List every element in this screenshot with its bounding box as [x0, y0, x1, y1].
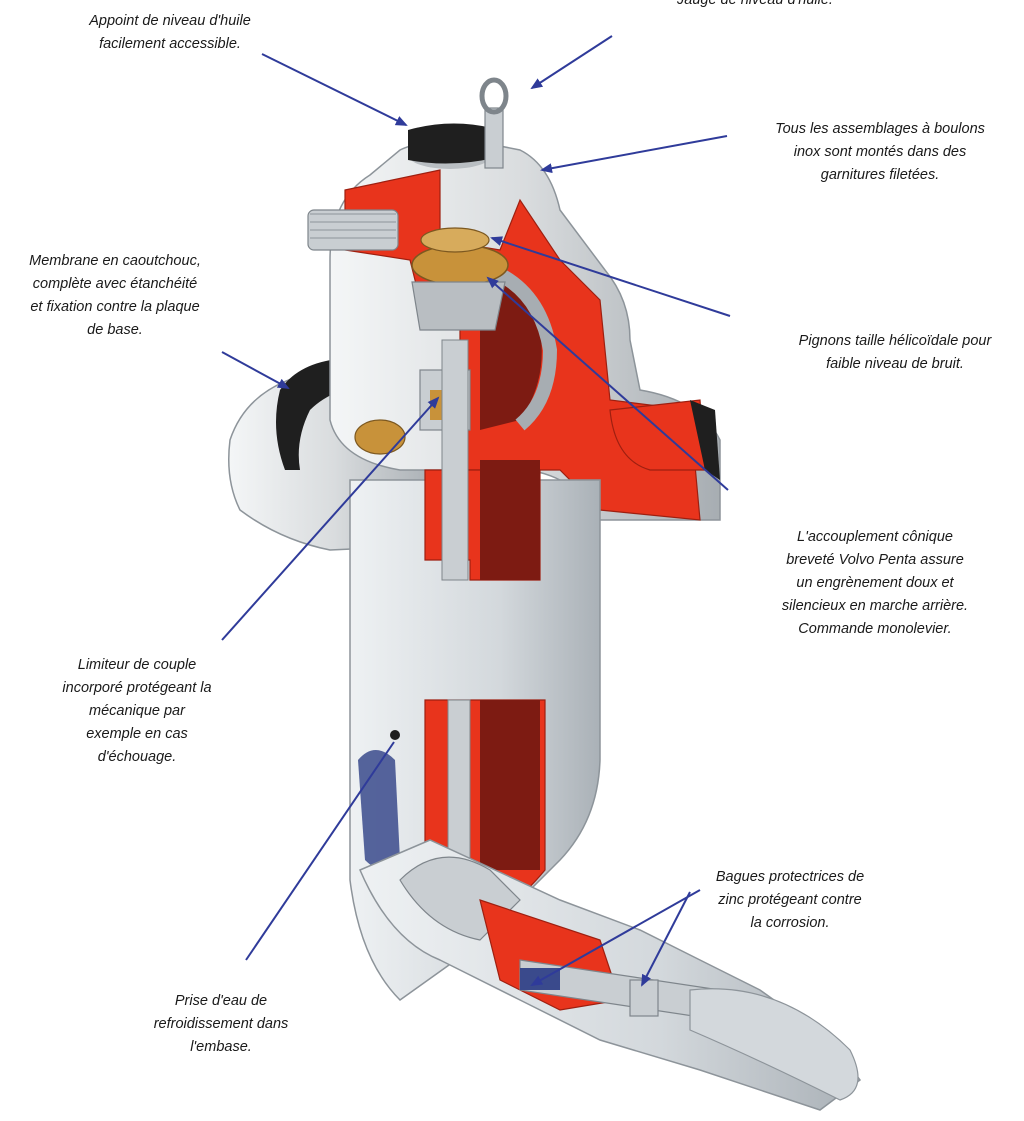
label-accouplement: L'accouplement cônique breveté Volvo Pen…	[781, 529, 969, 637]
oil-filler-cap	[408, 123, 494, 169]
rubber-mount	[690, 400, 720, 480]
rubber-membrane	[276, 358, 410, 470]
input-shaft	[307, 209, 399, 251]
label-pignons: Pignons taille hélicoïdale pour faible n…	[798, 333, 992, 372]
lower-gearcase	[359, 839, 862, 1111]
leader-prise	[245, 741, 395, 961]
propeller-blade	[689, 988, 859, 1101]
zinc-ring-rear	[629, 979, 659, 1017]
label-appoint: Appoint de niveau d'huile facilement acc…	[89, 13, 251, 52]
zinc-ring-front	[520, 968, 560, 990]
leader-bagues-1	[530, 889, 701, 986]
helical-gears	[411, 227, 509, 331]
label-bagues: Bagues protectrices de zinc protégeant c…	[715, 869, 865, 931]
leader-boulons	[540, 135, 728, 174]
leader-bagues-2	[641, 891, 691, 987]
water-intake	[390, 730, 400, 740]
label-membrane: Membrane en caoutchouc, complète avec ét…	[29, 253, 201, 338]
leader-appoint	[261, 53, 408, 126]
label-jauge: Jauge de niveau d'huile.	[677, 0, 833, 8]
leader-accouplement	[486, 276, 729, 491]
leader-limiteur	[221, 396, 440, 641]
oil-dipstick	[479, 77, 509, 169]
leader-lines	[221, 35, 731, 987]
label-boulons: Tous les assemblages à boulons inox sont…	[775, 121, 985, 183]
engine-mount	[609, 399, 706, 471]
label-prise: Prise d'eau de refroidissement dans l'em…	[153, 993, 289, 1055]
leader-pignons	[490, 236, 731, 317]
leader-jauge	[530, 35, 613, 90]
label-limiteur: Limiteur de couple incorporé protégeant …	[62, 657, 212, 765]
leader-membrane	[221, 351, 290, 389]
